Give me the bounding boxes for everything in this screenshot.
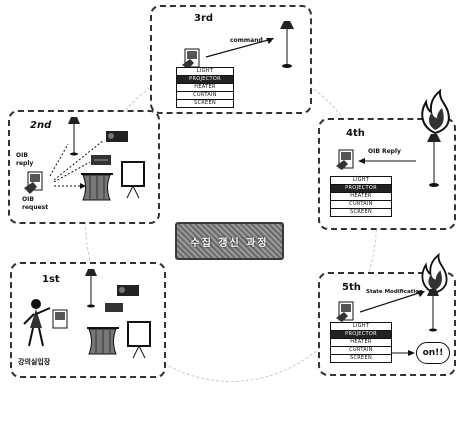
floor-lamp-icon xyxy=(424,132,444,188)
center-process-label: 수집 갱신 과정 xyxy=(175,222,284,260)
floor-lamp-icon xyxy=(424,288,442,332)
panel-1st: 1st 강의실입장 xyxy=(10,262,166,378)
pda-icon xyxy=(24,170,48,196)
table-row: SCREEN xyxy=(177,100,233,107)
floor-lamp-icon xyxy=(82,268,100,308)
heater-icon xyxy=(104,302,124,313)
panel-2nd-title: 2nd xyxy=(30,120,51,131)
center-label-text: 수집 갱신 과정 xyxy=(190,234,268,249)
table-row: SCREEN xyxy=(331,355,391,362)
oib-reply-label: OIB reply xyxy=(16,152,33,168)
classroom-entry-caption: 강의실입장 xyxy=(18,358,50,366)
table-row: PROJECTOR xyxy=(331,185,391,193)
panel-3rd-title: 3rd xyxy=(194,13,213,24)
table-row: LIGHT xyxy=(177,68,233,76)
curtain-icon xyxy=(86,326,120,356)
panel-1st-title: 1st xyxy=(42,274,60,285)
device-table-4th: LIGHT PROJECTOR HEATER CURTAIN SCREEN xyxy=(330,176,392,217)
panel-3rd: 3rd command LIGHT PROJECTOR HEATER CURTA… xyxy=(150,5,312,114)
panel-5th: 5th State Modification LIGHT PROJECTOR H… xyxy=(318,272,456,376)
table-row: HEATER xyxy=(177,84,233,92)
person-icon xyxy=(20,298,52,348)
oib-request-label: OIB request xyxy=(22,196,48,212)
table-row: CURTAIN xyxy=(177,92,233,100)
table-row: SCREEN xyxy=(331,209,391,216)
pda-icon xyxy=(336,300,358,324)
pda-icon xyxy=(336,148,358,172)
table-row: PROJECTOR xyxy=(177,76,233,84)
command-label: command xyxy=(230,37,263,45)
table-row: HEATER xyxy=(331,193,391,201)
floor-lamp-icon xyxy=(276,19,298,69)
on-indicator: on!! xyxy=(416,342,450,364)
projector-icon xyxy=(116,282,140,298)
oib-reply-label: OIB Reply xyxy=(368,148,401,156)
device-table-5th: LIGHT PROJECTOR HEATER CURTAIN SCREEN xyxy=(330,322,392,363)
table-row: LIGHT xyxy=(331,177,391,185)
panel-2nd: 2nd OIB reply OIB request xyxy=(8,110,160,224)
table-row: HEATER xyxy=(331,339,391,347)
table-row: CURTAIN xyxy=(331,201,391,209)
table-row: PROJECTOR xyxy=(331,331,391,339)
oib-reply-arrow xyxy=(358,156,418,166)
table-row: CURTAIN xyxy=(331,347,391,355)
pda-icon xyxy=(50,308,72,332)
table-row: LIGHT xyxy=(331,323,391,331)
flame-icon xyxy=(418,90,452,134)
on-arrow xyxy=(390,348,416,358)
panel-4th-title: 4th xyxy=(346,128,365,139)
screen-icon xyxy=(126,320,152,360)
state-modification-label: State Modification xyxy=(366,288,423,296)
device-table-3rd: LIGHT PROJECTOR HEATER CURTAIN SCREEN xyxy=(176,67,234,108)
curtain-icon xyxy=(80,172,114,202)
panel-4th: 4th OIB Reply LIGHT PROJECTOR HEATER CUR… xyxy=(318,118,456,230)
screen-icon xyxy=(120,160,146,200)
